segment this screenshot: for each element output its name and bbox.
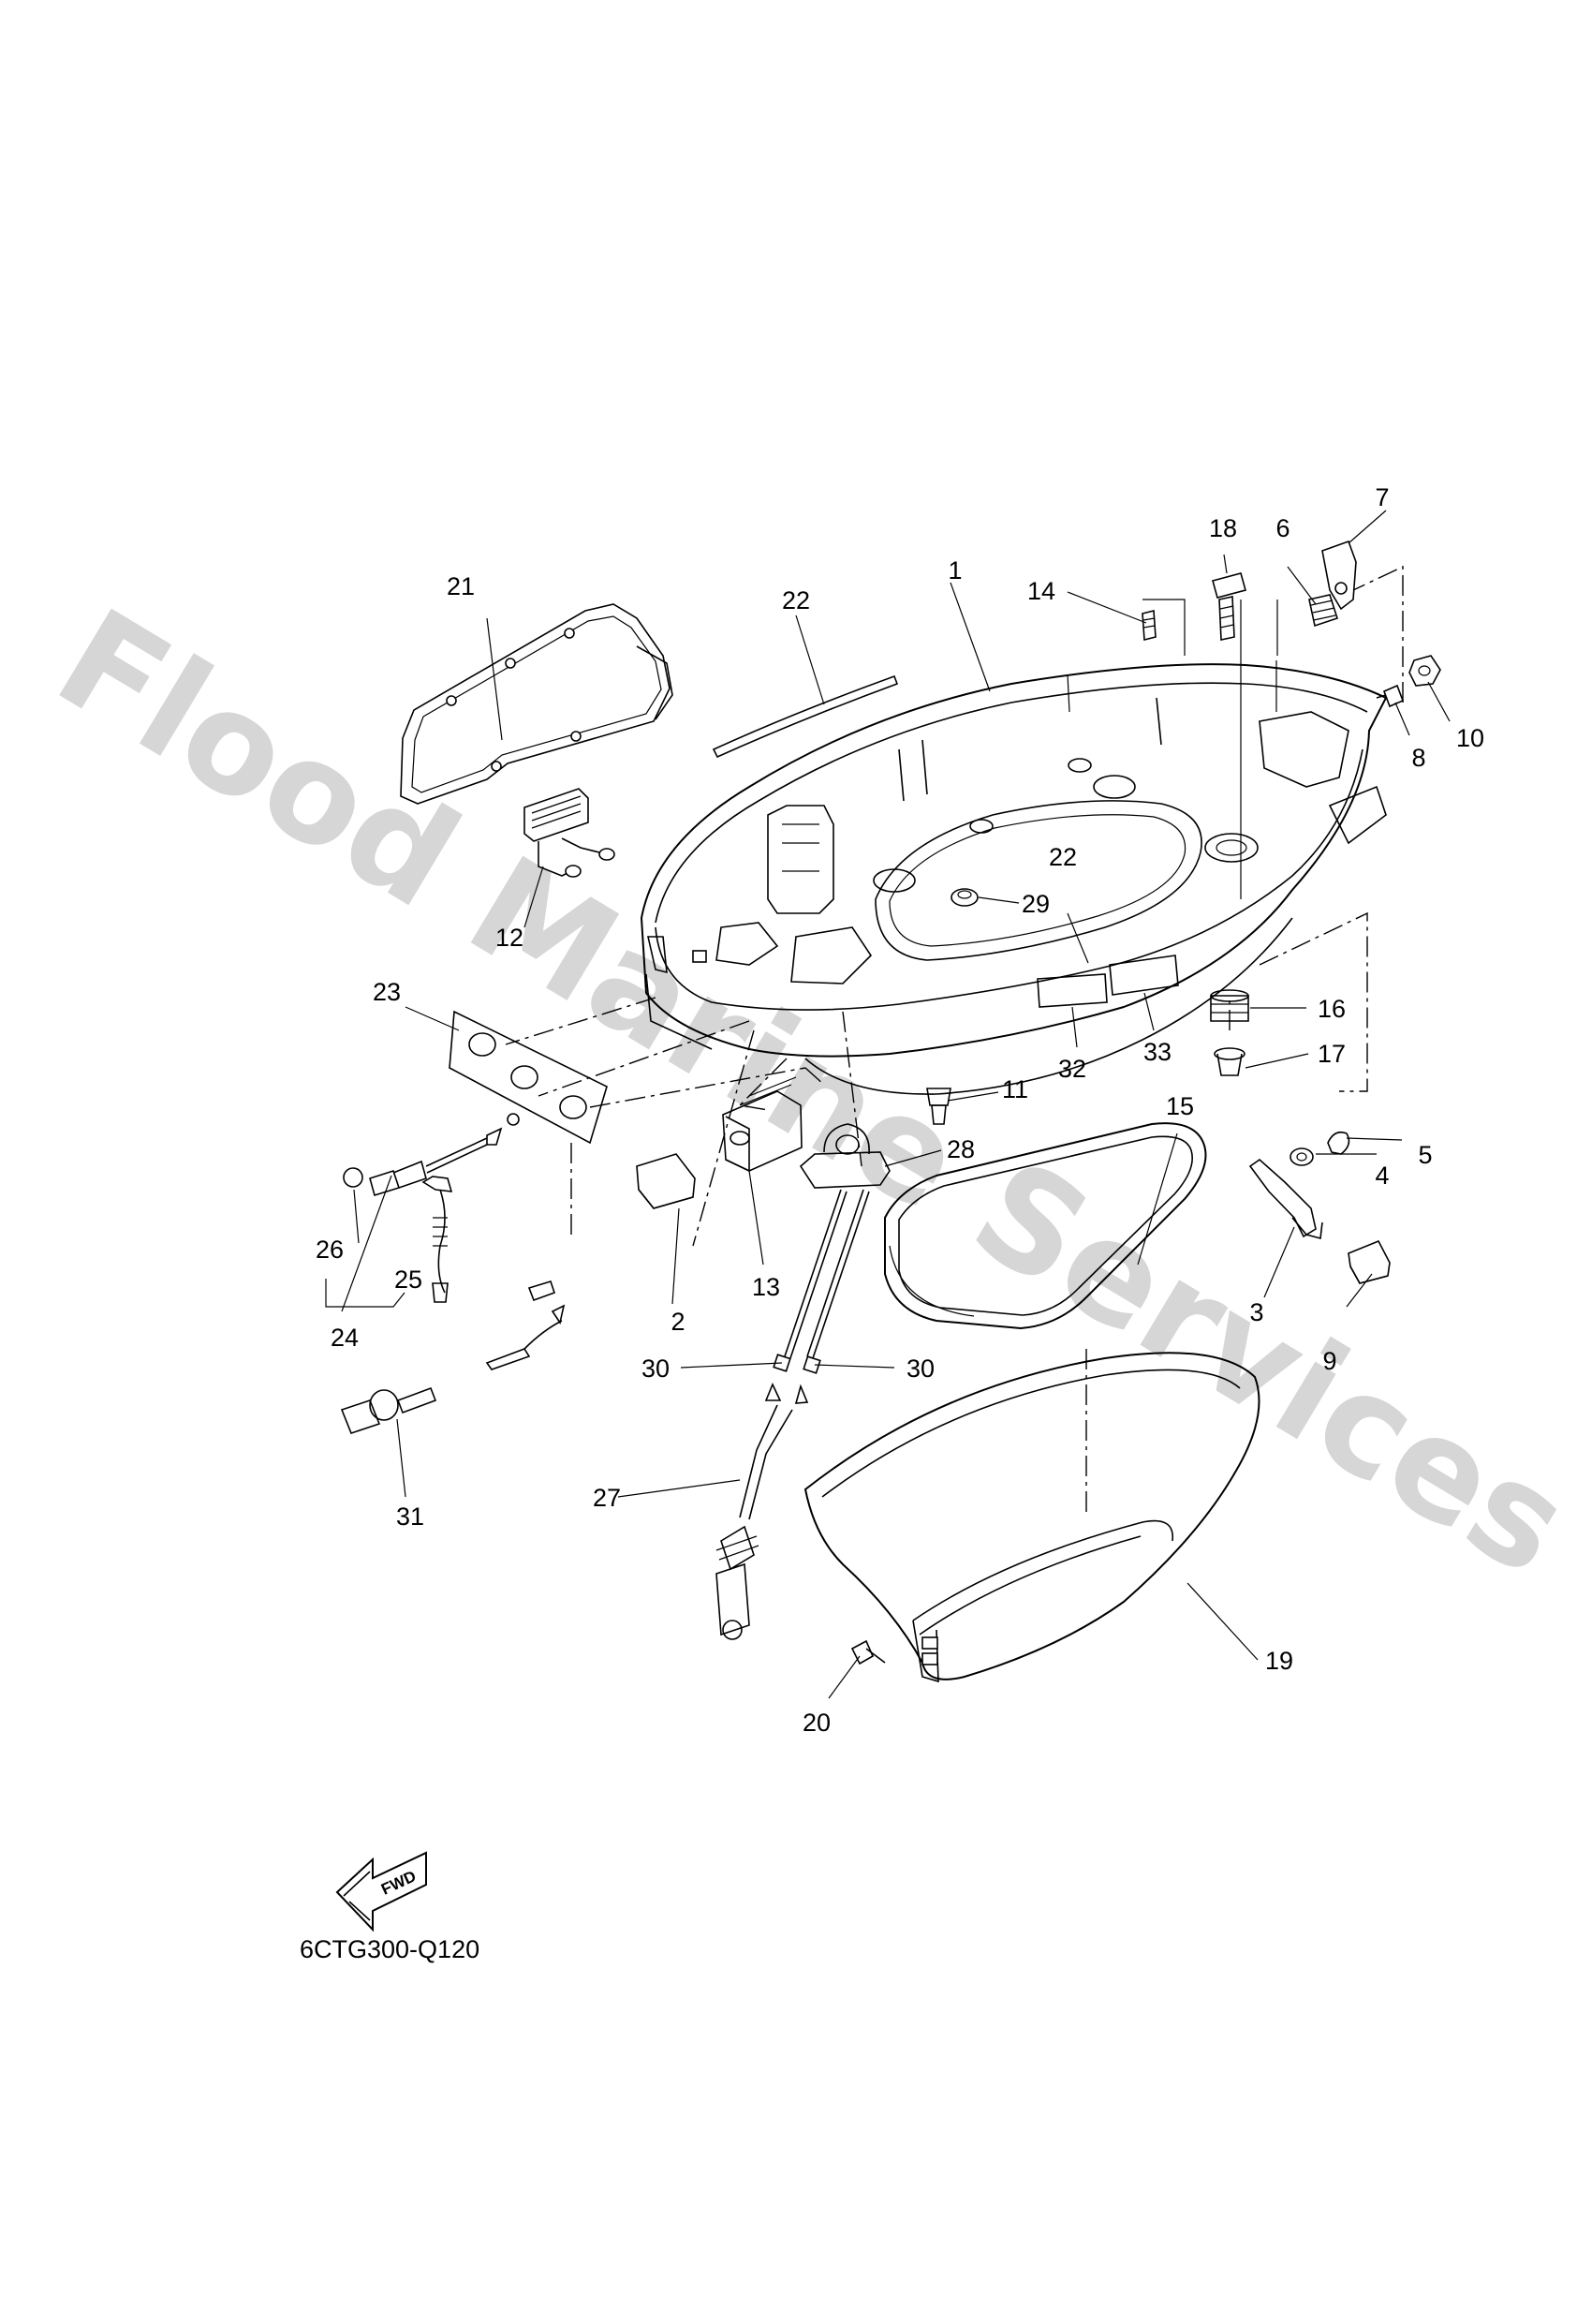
callout-16: 16 [1318,995,1346,1023]
callout-26: 26 [316,1236,344,1264]
part-5-clip [1327,1131,1350,1155]
part-17-collar [1214,1047,1245,1076]
callout-14: 14 [1027,577,1055,605]
part-10-nut [1408,655,1441,687]
callout-4: 4 [1375,1162,1389,1190]
leader-lines [325,510,1451,1699]
callout-25: 25 [394,1266,422,1294]
part-14-stud [1142,609,1157,642]
assembly-lines [505,565,1404,1517]
callout-1: 1 [948,556,962,585]
part-15-gasket [884,1122,1207,1330]
callout-21: 21 [447,572,475,600]
part-7-bracket [1321,540,1357,611]
callout-28: 28 [947,1135,975,1163]
callout-19: 19 [1265,1647,1293,1675]
callout-labels: 1 2 3 4 5 6 7 8 9 10 11 12 13 14 15 16 1… [316,483,1484,1737]
callout-30b: 30 [906,1354,935,1383]
part-18-bolt [1212,572,1246,641]
callout-10: 10 [1456,724,1484,752]
callout-29: 29 [1022,890,1050,918]
callout-5: 5 [1418,1141,1432,1169]
callout-22a: 22 [782,586,810,614]
part-8-screw [1376,684,1405,708]
part-24-26-fitting [343,1113,520,1303]
watermark-text: Flood Marine Services [32,579,1577,1606]
callout-7: 7 [1375,483,1389,511]
callout-33: 33 [1143,1038,1172,1066]
part-13-block [722,1076,803,1173]
part-21-cover-plate [400,603,673,805]
fwd-arrow-icon: FWD [335,1851,427,1932]
callout-9: 9 [1322,1347,1336,1375]
part-6-spring [1308,594,1339,628]
part-19-lower-cover [803,1352,1260,1683]
callout-18: 18 [1209,514,1237,542]
part-1-bottom-cowling [640,663,1388,1095]
part-12-connector [523,788,615,878]
callout-11: 11 [1002,1075,1028,1103]
part-11-clip [926,1088,951,1125]
callout-6: 6 [1275,514,1290,542]
callout-2: 2 [671,1308,685,1336]
part-9-cap [1348,1239,1391,1284]
part-30-hoses [773,1189,870,1374]
part-29-grommet [951,888,979,907]
callout-27: 27 [593,1484,621,1512]
part-3-lever [1248,1158,1323,1240]
callout-23: 23 [373,978,401,1006]
callout-3: 3 [1249,1298,1263,1326]
part-4-washer [1290,1147,1314,1166]
callout-8: 8 [1411,744,1425,772]
callout-15: 15 [1166,1092,1194,1120]
callout-24: 24 [331,1324,359,1352]
callout-20: 20 [803,1709,831,1737]
part-27-hose-assembly [715,1383,809,1640]
part-22-seal-strip [712,674,899,759]
callout-31: 31 [396,1502,424,1531]
callout-13: 13 [752,1273,780,1301]
part-2-cap [636,1153,696,1209]
callout-22b: 22 [1049,843,1077,871]
diagram-code: 6CTG300-Q120 [300,1935,479,1963]
callout-32: 32 [1058,1055,1086,1083]
callout-30a: 30 [641,1354,670,1383]
part-31-fitting [340,1280,566,1434]
callout-17: 17 [1318,1040,1346,1068]
part-23-plate [449,1010,608,1145]
watermark: Flood Marine Services [32,579,1577,1606]
callout-12: 12 [495,924,523,952]
